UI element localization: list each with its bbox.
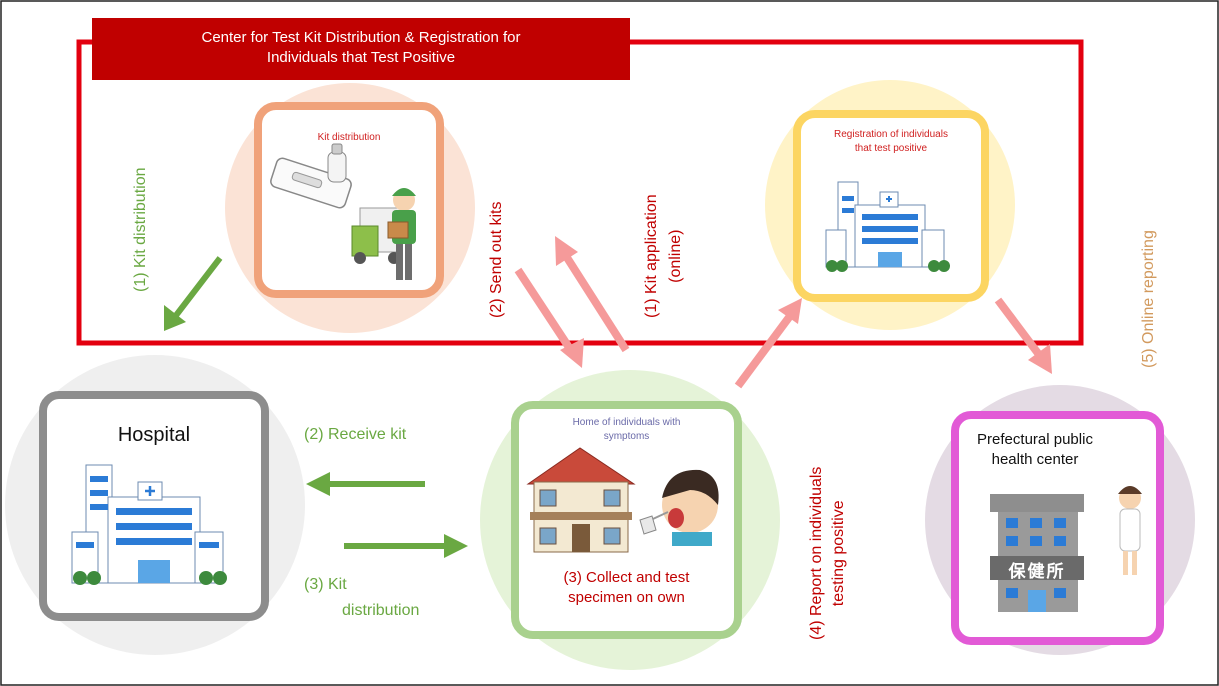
kit-application-arrow <box>555 236 630 353</box>
kit-distribution-3-line-1: (3) Kit <box>304 576 347 593</box>
report-label: (4) Report on individuals testing positi… <box>806 467 850 640</box>
test-kit-illustration <box>270 143 352 209</box>
registration-line-1: Registration of individuals <box>834 129 948 140</box>
health-center-sign: 保健所 <box>1008 562 1066 581</box>
nurse-illustration <box>1118 486 1142 575</box>
health-center-line-1: Prefectural public <box>977 431 1093 448</box>
send-out-kits-label: (2) Send out kits <box>488 201 505 319</box>
kit-box-label: Kit distribution <box>317 132 381 143</box>
send-out-kits-arrow <box>514 267 584 368</box>
online-reporting-arrow <box>994 297 1052 374</box>
collect-test-label: (3) Collect and test specimen on own <box>519 568 734 608</box>
hospital-title: Hospital <box>117 424 191 446</box>
registration-building-illustration <box>825 181 950 272</box>
registration-box-label: Registration of individuals that test po… <box>801 128 981 156</box>
receive-kit-arrow <box>306 472 425 496</box>
header-line-1: Center for Test Kit Distribution & Regis… <box>201 29 521 46</box>
kit-distribution-arrow <box>164 256 223 331</box>
kit-application-line-1: (1) Kit application <box>643 194 660 318</box>
house-illustration <box>526 447 636 553</box>
hospital-building-illustration <box>71 464 227 585</box>
header-banner <box>92 18 630 80</box>
kit-application-line-2: (online) <box>667 229 684 283</box>
delivery-person-illustration <box>351 188 416 280</box>
registration-line-2: that test positive <box>854 143 928 154</box>
receive-kit-label: (2) Receive kit <box>304 426 407 443</box>
report-arrow <box>734 298 802 389</box>
report-line-2: testing positive <box>830 500 847 607</box>
collect-test-line-2: specimen on own <box>568 589 685 606</box>
home-line-2: symptoms <box>603 431 650 442</box>
health-center-title: Prefectural public health center <box>960 430 1110 470</box>
kit-distribution-1-label: (1) Kit distribution <box>132 167 149 293</box>
kit-distribution-3-arrow <box>344 534 468 558</box>
online-reporting-label: (5) Online reporting <box>1140 230 1157 368</box>
collect-test-line-1: (3) Collect and test <box>563 569 690 586</box>
kit-application-label: (1) Kit application (online) <box>640 194 688 318</box>
kit-distribution-3-line-2: distribution <box>342 602 420 619</box>
health-center-building-illustration <box>990 494 1084 612</box>
health-center-line-2: health center <box>991 451 1079 468</box>
person-swab-illustration <box>639 469 719 546</box>
kit-distribution-3-label: (3) Kit distribution <box>304 572 419 624</box>
header-title: Center for Test Kit Distribution & Regis… <box>92 28 630 68</box>
report-line-1: (4) Report on individuals <box>808 466 825 640</box>
home-label: Home of individuals with symptoms <box>519 416 734 444</box>
header-line-2: Individuals that Test Positive <box>266 49 456 66</box>
home-line-1: Home of individuals with <box>572 417 681 428</box>
